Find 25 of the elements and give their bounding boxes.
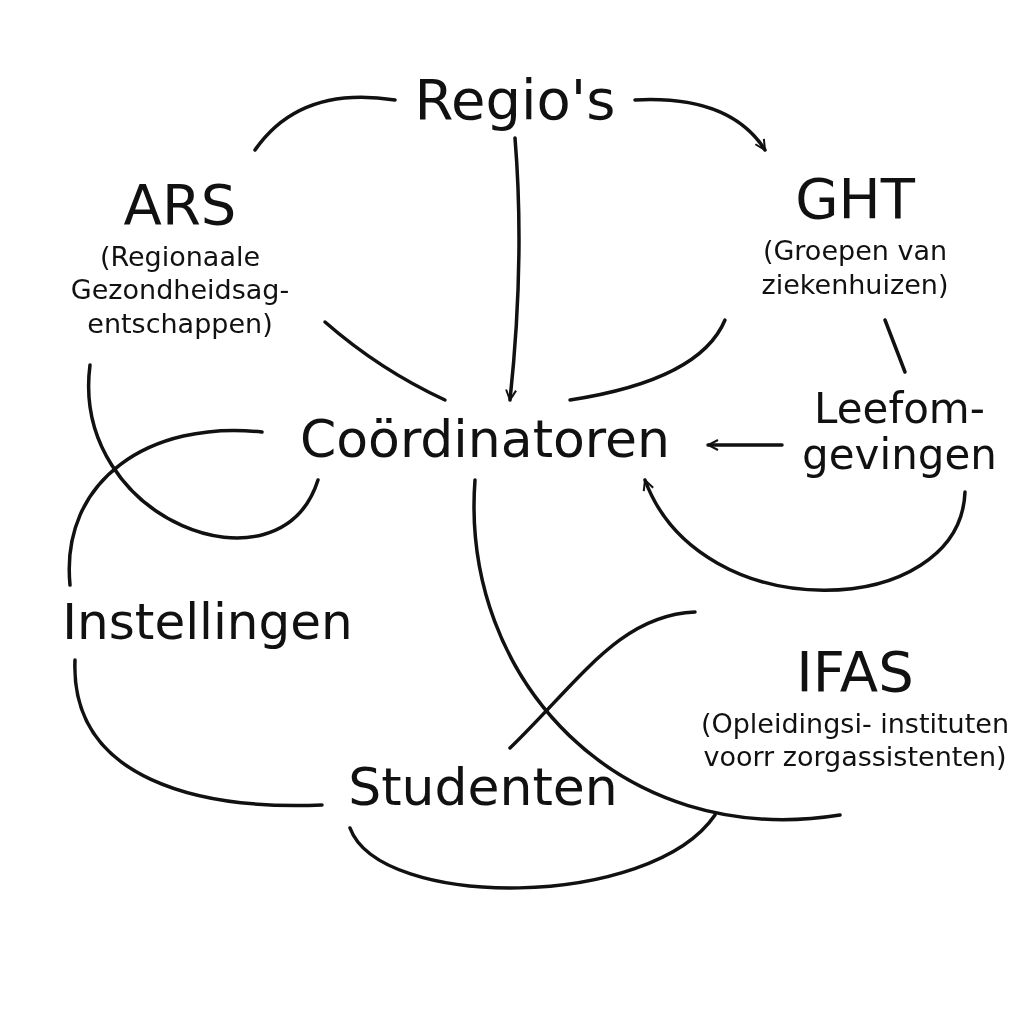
connector — [633, 97, 767, 152]
node-title: Instellingen — [62, 595, 353, 650]
connector — [87, 363, 320, 540]
connector — [348, 813, 717, 890]
connector — [883, 318, 907, 374]
node-title: Coördinatoren — [299, 411, 671, 469]
connector — [323, 320, 447, 402]
connector — [643, 478, 967, 592]
connector — [67, 428, 264, 587]
connector — [505, 136, 521, 402]
connector — [253, 95, 397, 152]
node-title: GHT — [795, 168, 915, 231]
node-title: IFAS — [796, 640, 914, 703]
node-title: Regio's — [414, 69, 616, 131]
connector — [568, 318, 727, 402]
node-title: ARS — [123, 174, 237, 236]
node-title: Studenten — [348, 759, 618, 817]
node-description: (Regionaale Gezondheidsag- entschappen) — [69, 239, 291, 341]
connector — [706, 439, 784, 451]
connector — [508, 610, 697, 750]
connector — [73, 658, 324, 808]
node-title: Leefom- gevingen — [801, 385, 998, 479]
connector — [473, 478, 842, 822]
node-description: (Groepen van ziekenhuizen) — [760, 234, 950, 302]
node-description: (Opleidingsi- instituten voorr zorgassistenten) — [699, 706, 1011, 775]
